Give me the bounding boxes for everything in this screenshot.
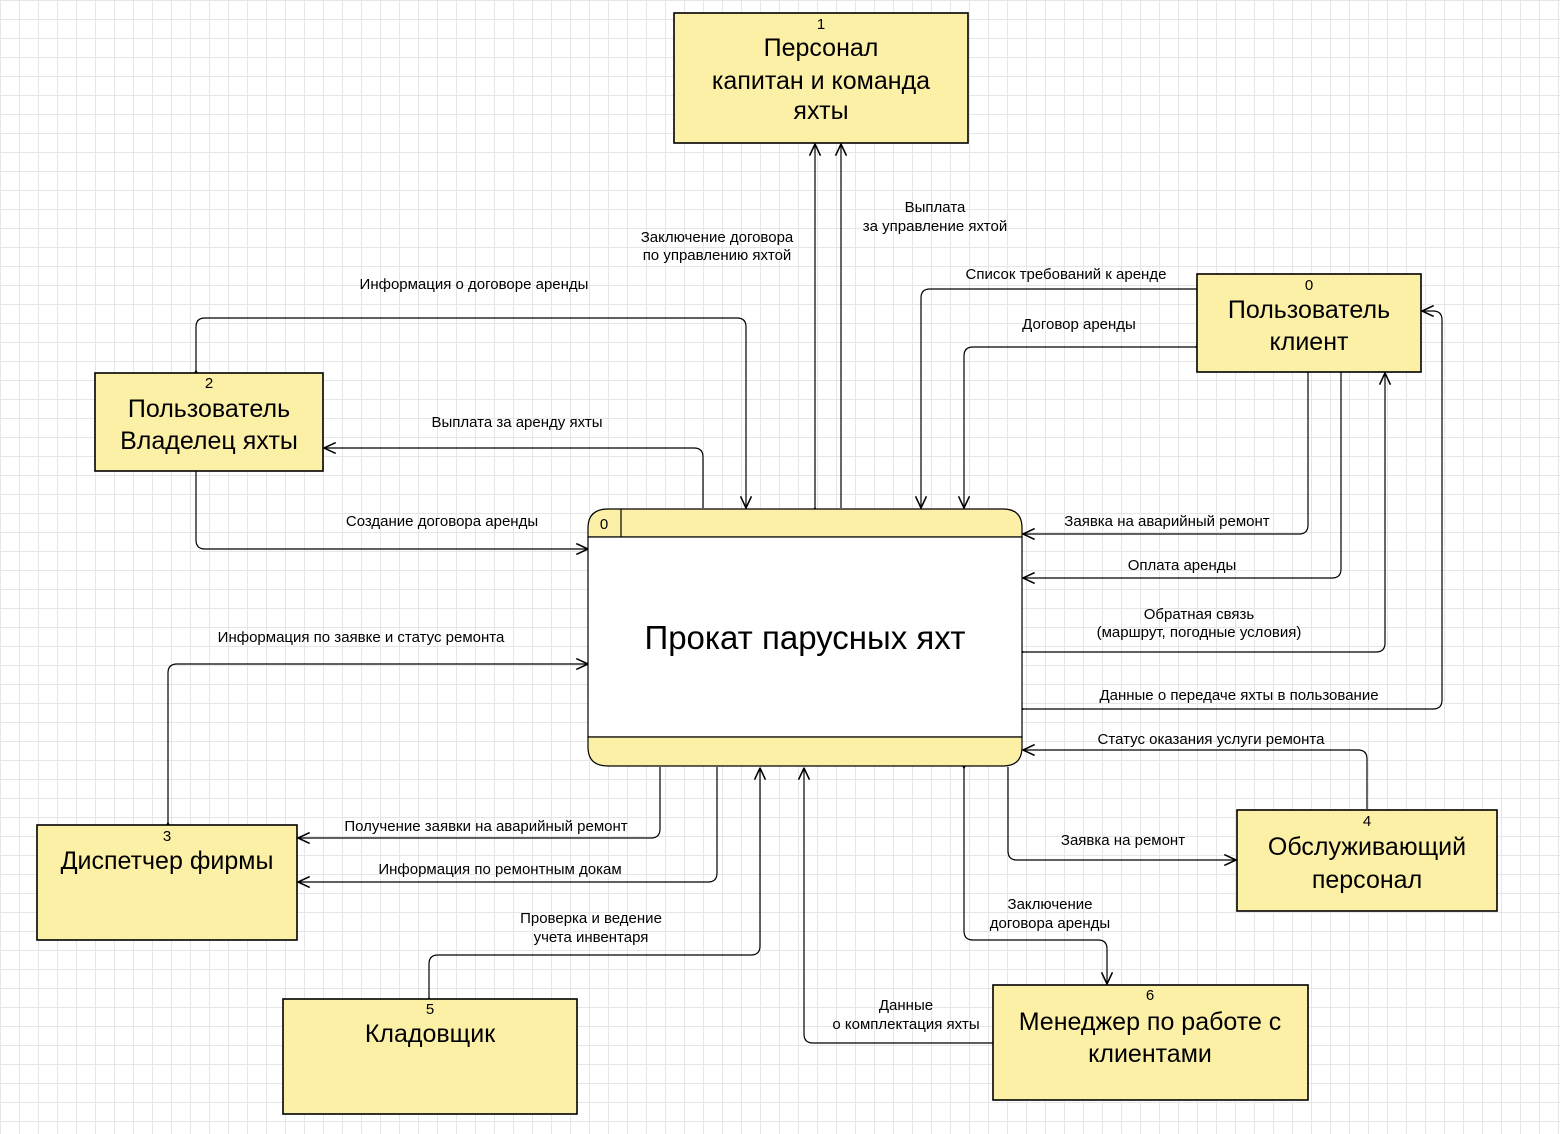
flow-label: Информация по ремонтным докам — [378, 861, 621, 878]
flow-label: Список требований к аренде — [966, 266, 1167, 283]
flow-label: о комплектация яхты — [832, 1016, 979, 1033]
flow-label: Информация о договоре аренды — [360, 276, 589, 293]
flow-label: договора аренды — [990, 915, 1110, 932]
process-title: Прокат парусных яхт — [644, 619, 965, 656]
entity-name: клиентами — [1088, 1040, 1212, 1068]
entity-number: 1 — [817, 16, 825, 33]
entity-number: 0 — [1305, 277, 1313, 294]
entity-crew[interactable]: 1 Персонал капитан и команда яхты — [673, 12, 969, 144]
entity-storekeeper[interactable]: 5 Кладовщик — [282, 998, 578, 1115]
entity-number: 2 — [205, 375, 213, 392]
flow-label: Информация по заявке и статус ремонта — [218, 629, 505, 646]
entity-name: Персонал — [764, 34, 879, 62]
entity-name: Обслуживающий — [1268, 833, 1466, 861]
edge-repair-service-status[interactable] — [1023, 750, 1368, 809]
entity-name: Пользователь — [1228, 296, 1390, 324]
edge-request-info-status[interactable] — [168, 664, 588, 823]
entity-owner[interactable]: 2 Пользователь Владелец яхты — [94, 372, 324, 472]
edge-handover-data[interactable] — [1023, 311, 1443, 709]
entity-name: Менеджер по работе с — [1019, 1008, 1282, 1036]
entity-name: Диспетчер фирмы — [61, 847, 274, 875]
entity-name: Кладовщик — [365, 1020, 496, 1048]
flow-edges — [168, 144, 1443, 1044]
entity-number: 3 — [163, 828, 171, 845]
flow-label: Данные — [879, 997, 933, 1014]
edge-requirements-list[interactable] — [921, 288, 1197, 508]
flow-label: Заявка на ремонт — [1061, 832, 1185, 849]
edge-equipment-data[interactable] — [804, 768, 993, 1044]
flow-label: Заключение договора — [641, 229, 794, 246]
entity-name: клиент — [1270, 328, 1349, 356]
entity-number: 6 — [1146, 987, 1154, 1004]
edge-emergency-request[interactable] — [1023, 372, 1309, 534]
flow-label: Получение заявки на аварийный ремонт — [344, 818, 627, 835]
entity-name: Владелец яхты — [120, 427, 298, 455]
flow-label: Создание договора аренды — [346, 513, 538, 530]
process-number: 0 — [600, 516, 608, 533]
flow-label: (маршрут, погодные условия) — [1097, 624, 1302, 641]
edge-inventory-check[interactable] — [429, 768, 760, 998]
flow-label: Обратная связь — [1144, 606, 1255, 623]
flow-label: Договор аренды — [1022, 316, 1136, 333]
flow-label: Проверка и ведение — [520, 910, 662, 927]
flow-labels: Заключение договора по управлению яхтой … — [218, 199, 1379, 1033]
edge-lease-info[interactable] — [196, 317, 746, 508]
process-yacht-rental[interactable]: 0 Прокат парусных яхт — [587, 508, 1023, 767]
flow-label: Выплата — [905, 199, 966, 216]
edge-lease-creation[interactable] — [195, 471, 588, 549]
entity-name: яхты — [793, 97, 848, 125]
flow-label: Данные о передаче яхты в пользование — [1099, 687, 1378, 704]
flow-label: Статус оказания услуги ремонта — [1098, 731, 1326, 748]
edge-lease-conclusion[interactable] — [964, 768, 1107, 984]
entity-manager[interactable]: 6 Менеджер по работе с клиентами — [992, 984, 1309, 1101]
flow-label: Оплата аренды — [1128, 557, 1237, 574]
edge-lease-contract[interactable] — [964, 347, 1196, 508]
entity-client[interactable]: 0 Пользователь клиент — [1196, 273, 1422, 373]
flow-label: за управление яхтой — [863, 218, 1007, 235]
entity-name: капитан и команда — [712, 67, 930, 95]
edge-rent-payment[interactable] — [1023, 372, 1342, 578]
flow-label: по управлению яхтой — [643, 247, 792, 264]
edge-rent-payout[interactable] — [324, 448, 704, 508]
entity-dispatcher[interactable]: 3 Диспетчер фирмы — [36, 824, 298, 941]
flow-label: Выплата за аренду яхты — [431, 414, 602, 431]
entity-number: 5 — [426, 1001, 434, 1018]
flow-label: Заявка на аварийный ремонт — [1064, 513, 1270, 530]
flow-label: учета инвентаря — [534, 929, 649, 946]
entity-name: Пользователь — [128, 395, 290, 423]
entity-name: персонал — [1312, 866, 1422, 894]
entity-number: 4 — [1363, 813, 1371, 830]
flow-label: Заключение — [1008, 896, 1093, 913]
entity-service-staff[interactable]: 4 Обслуживающий персонал — [1236, 809, 1498, 912]
